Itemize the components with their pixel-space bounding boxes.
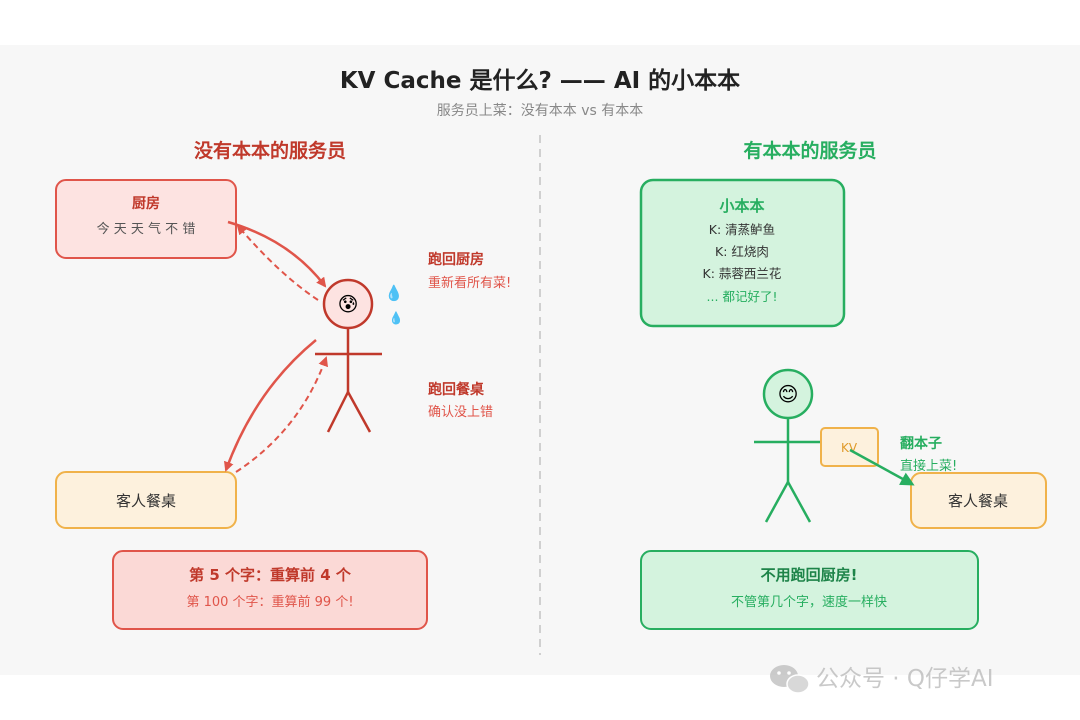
notebook-box: 小本本 K: 清蒸鲈鱼 K: 红烧肉 K: 蒜蓉西兰花 ... 都记好了! [639,178,846,328]
wechat-icon [770,665,810,694]
right-result-line1: 不用跑回厨房! [761,566,858,584]
right-table-label: 客人餐桌 [948,492,1008,510]
kitchen-text: 今 天 天 气 不 错 [97,221,196,237]
diagram-subtitle: 服务员上菜：没有本本 vs 有本本 [437,103,643,119]
arrow-back-to-kitchen [236,224,319,301]
watermark-text: 公众号 · Q仔学AI [816,666,994,692]
back-kitchen-sub: 重新看所有菜! [428,275,511,291]
left-result-line1: 第 5 个字：重算前 4 个 [189,566,352,584]
notebook-title: 小本本 [719,197,764,215]
left-result-line2: 第 100 个字：重算前 99 个! [186,594,353,610]
stressed-face-icon: 😰 [338,292,359,316]
sweat-drop-icon: 💧 [385,284,404,302]
kitchen-box: 厨房 今 天 天 气 不 错 [55,179,237,259]
diagram-title: KV Cache 是什么? —— AI 的小本本 [340,67,740,94]
left-table-label: 客人餐桌 [116,492,176,510]
left-table-box: 客人餐桌 [55,471,237,529]
notebook-item: K: 清蒸鲈鱼 [709,222,775,237]
notebook-footer: ... 都记好了! [707,289,778,304]
arrow-to-table-direct [849,448,915,486]
kitchen-title: 厨房 [132,195,160,212]
back-kitchen-title: 跑回厨房 [428,251,484,268]
right-heading: 有本本的服务员 [743,139,876,162]
left-heading: 没有本本的服务员 [194,139,346,162]
right-result-box: 不用跑回厨房! 不管第几个字，速度一样快 [640,550,979,630]
arrow-back-to-table-check [235,356,328,473]
sweat-drop-small-icon: 💧 [389,311,404,325]
notebook-item: K: 红烧肉 [715,244,769,259]
watermark: 公众号 · Q仔学AI [770,665,994,694]
back-table-title: 跑回餐桌 [428,381,485,398]
arrow-to-table [224,339,317,472]
stressed-waiter: 😰 [315,278,382,433]
left-result-box: 第 5 个字：重算前 4 个 第 100 个字：重算前 99 个! [112,550,428,630]
happy-face-icon: 😊 [778,382,799,406]
back-table-sub: 确认没上错 [428,405,493,420]
right-result-line2: 不管第几个字，速度一样快 [731,594,887,610]
happy-waiter: 😊 [754,368,822,523]
flip-notebook-title: 翻本子 [900,435,942,452]
notebook-item: K: 蒜蓉西兰花 [703,266,782,281]
right-table-box: 客人餐桌 [910,472,1047,529]
flip-notebook-sub: 直接上菜! [900,458,957,474]
